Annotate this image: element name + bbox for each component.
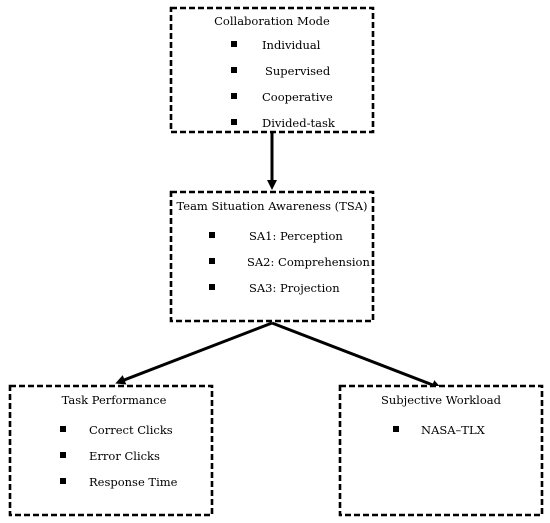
collaboration-mode-box: Collaboration Mode Individual Supervised…: [169, 6, 375, 134]
task-item-response-time: Response Time: [89, 475, 178, 489]
tsa-item-projection: SA3: Projection: [249, 281, 340, 295]
subjective-workload-box: Subjective Workload NASA–TLX: [338, 384, 544, 517]
collaboration-item-divided-task: Divided-task: [262, 116, 336, 130]
collaboration-item-bullet: [231, 41, 237, 47]
tsa-frame: [169, 190, 375, 323]
workload-item-nasa-tlx: NASA–TLX: [421, 423, 486, 437]
task-item-correct-clicks: Correct Clicks: [89, 423, 173, 437]
collaboration-item-bullet: [231, 93, 237, 99]
task-item-bullet: [60, 452, 66, 458]
workload-item-bullet: [393, 426, 399, 432]
arrow-tsa-to-subjective-workload: [271, 321, 442, 390]
task-item-bullet: [60, 478, 66, 484]
collaboration-mode-frame: [169, 6, 375, 134]
tsa-item-perception: SA1: Perception: [249, 229, 343, 243]
tsa-title: Team Situation Awareness (TSA): [176, 199, 367, 213]
subjective-workload-title: Subjective Workload: [381, 393, 502, 407]
tsa-item-comprehension: SA2: Comprehension: [247, 255, 370, 269]
tsa-box: Team Situation Awareness (TSA) SA1: Perc…: [169, 190, 375, 323]
tsa-item-bullet: [209, 258, 215, 264]
collaboration-item-individual: Individual: [262, 38, 321, 52]
collaboration-item-bullet: [231, 119, 237, 125]
collaboration-item-bullet: [231, 67, 237, 73]
collaboration-mode-title: Collaboration Mode: [214, 14, 330, 28]
collaboration-item-cooperative: Cooperative: [262, 90, 333, 104]
subjective-workload-frame: [338, 384, 544, 517]
task-performance-title: Task Performance: [62, 393, 167, 407]
tsa-item-bullet: [209, 284, 215, 290]
collaboration-item-supervised: Supervised: [265, 64, 331, 78]
arrow-tsa-to-task-performance: [115, 321, 273, 385]
task-item-error-clicks: Error Clicks: [89, 449, 160, 463]
task-item-bullet: [60, 426, 66, 432]
task-performance-frame: [8, 384, 214, 517]
task-performance-box: Task Performance Correct Clicks Error Cl…: [8, 384, 214, 517]
tsa-item-bullet: [209, 232, 215, 238]
